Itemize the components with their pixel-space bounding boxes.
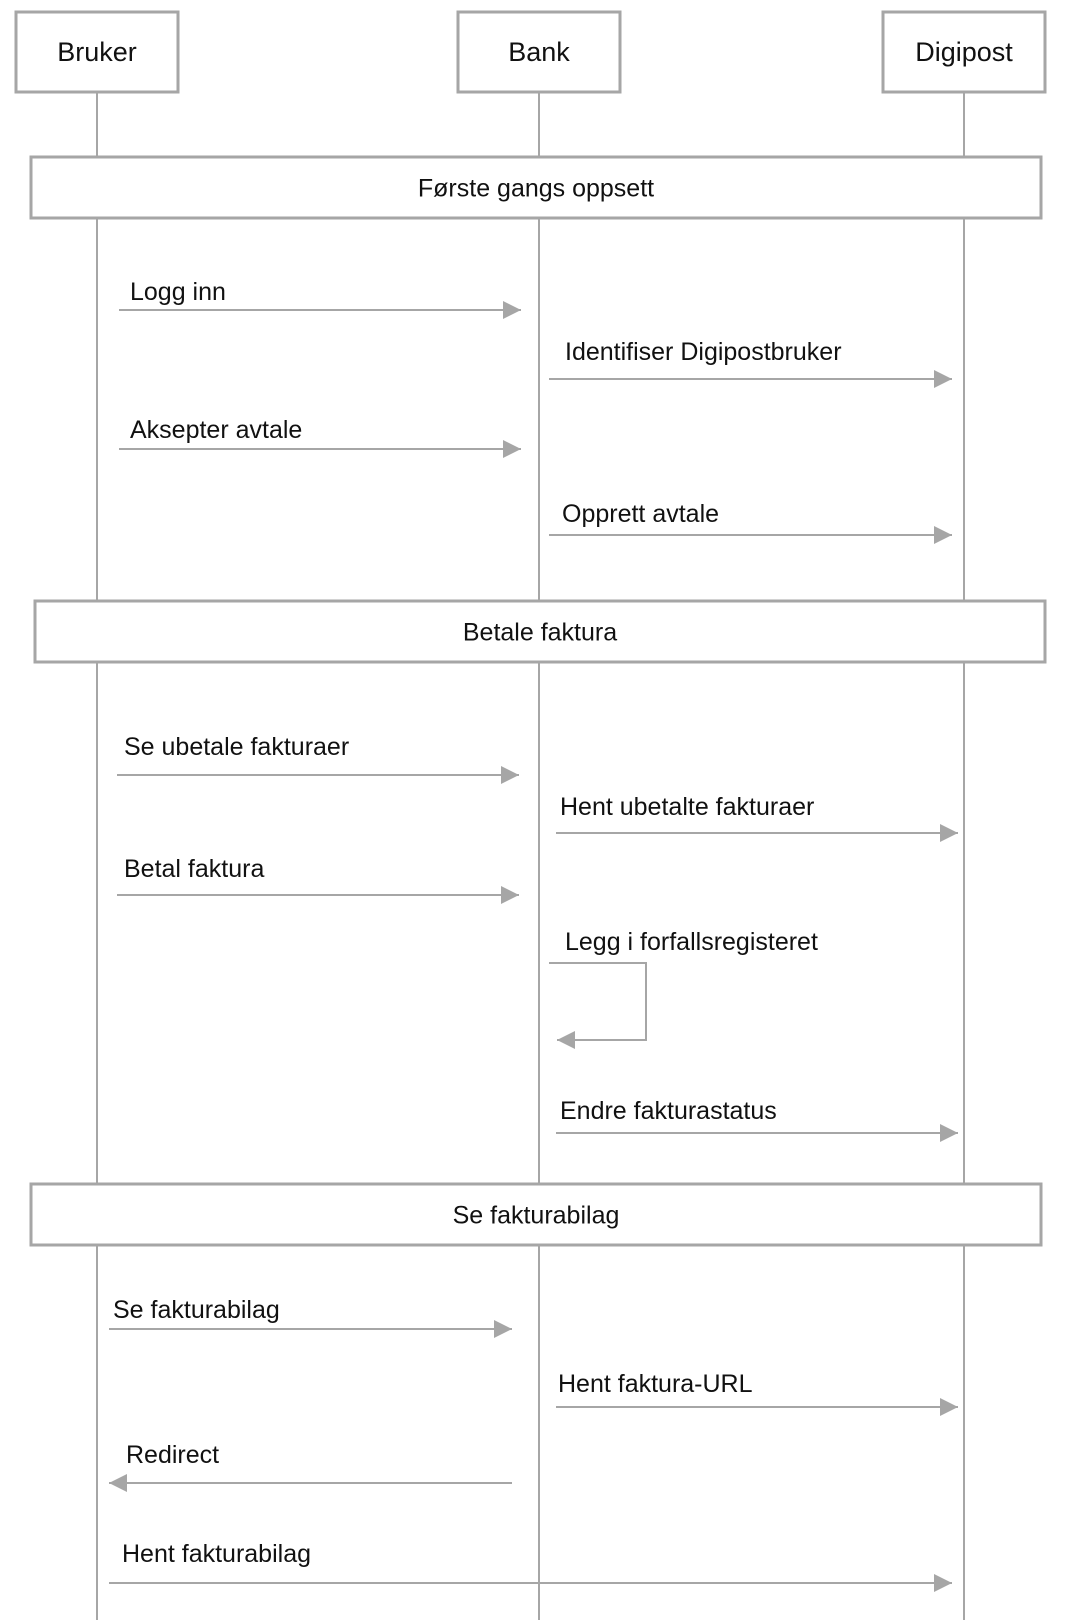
actor-label-digipost: Digipost xyxy=(915,37,1013,67)
section-box-betale-faktura xyxy=(33,599,1047,664)
message-label-opprett-avtale: Opprett avtale xyxy=(562,500,719,528)
section-box-forste-gangs-oppsett xyxy=(29,155,1043,220)
section-title-se-fakturabilag: Se fakturabilag xyxy=(453,1202,620,1230)
section-title-betale-faktura: Betale faktura xyxy=(463,619,617,647)
actor-label-bruker: Bruker xyxy=(57,37,137,67)
message-label-hent-fakturabilag: Hent fakturabilag xyxy=(122,1540,311,1568)
actor-label-bank: Bank xyxy=(508,37,570,67)
message-label-redirect: Redirect xyxy=(126,1441,219,1469)
message-label-endre-fakturastatus: Endre fakturastatus xyxy=(560,1097,777,1125)
message-label-se-fakturabilag: Se fakturabilag xyxy=(113,1296,280,1324)
message-label-hent-faktura-url: Hent faktura-URL xyxy=(558,1370,753,1398)
message-label-logg-inn: Logg inn xyxy=(130,278,226,306)
actor-box-bank xyxy=(456,10,622,94)
actor-box-bruker xyxy=(14,10,180,94)
actor-box-digipost xyxy=(881,10,1047,94)
section-box-se-fakturabilag xyxy=(29,1182,1043,1247)
section-title-forste-gangs-oppsett: Første gangs oppsett xyxy=(418,175,654,203)
message-label-betal-faktura: Betal faktura xyxy=(124,855,264,883)
message-label-se-ubetale-fakturaer: Se ubetale fakturaer xyxy=(124,733,349,761)
message-label-aksepter-avtale: Aksepter avtale xyxy=(130,416,302,444)
message-label-hent-ubetalte-fakturaer: Hent ubetalte fakturaer xyxy=(560,793,814,821)
message-label-legg-i-forfallsregisteret: Legg i forfallsregisteret xyxy=(565,928,818,956)
self-arrow-legg-i-forfallsregisteret xyxy=(549,962,647,1049)
message-label-identifiser-digipostbruker: Identifiser Digipostbruker xyxy=(565,338,842,366)
